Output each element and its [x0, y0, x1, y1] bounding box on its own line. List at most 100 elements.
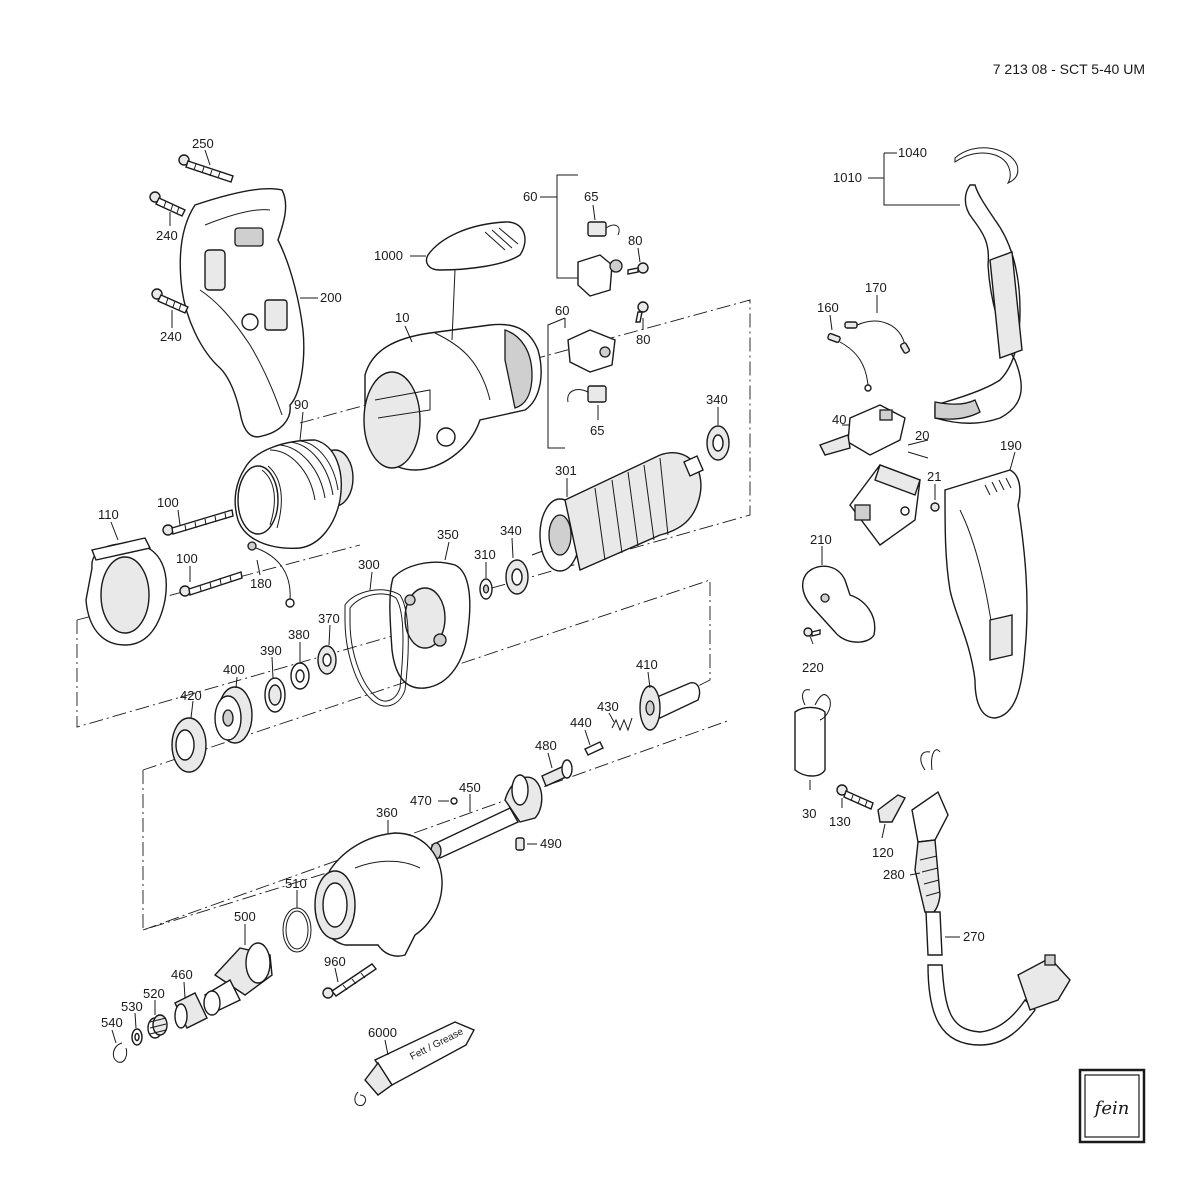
- motor-housing-10: [363, 323, 542, 471]
- part-label-960: 960: [324, 954, 346, 969]
- part-label-210: 210: [810, 532, 832, 547]
- part-label-10: 10: [395, 310, 409, 325]
- part-label-80-lower: 80: [636, 332, 650, 347]
- part-label-440: 440: [570, 715, 592, 730]
- switch-40: [819, 404, 906, 456]
- spring-520: [147, 1014, 168, 1039]
- screw-250: [178, 154, 234, 183]
- part-label-100-lower: 100: [176, 551, 198, 566]
- part-label-350: 350: [437, 527, 459, 542]
- part-label-380: 380: [288, 627, 310, 642]
- part-label-280: 280: [883, 867, 905, 882]
- part-label-300: 300: [358, 557, 380, 572]
- part-label-510: 510: [285, 876, 307, 891]
- part-label-80-upper: 80: [628, 233, 642, 248]
- gasket-300: [344, 589, 409, 707]
- part-label-420: 420: [180, 688, 202, 703]
- part-label-160: 160: [817, 300, 839, 315]
- bearing-420: [171, 717, 207, 773]
- part-label-130: 130: [829, 814, 851, 829]
- part-label-110: 110: [98, 507, 119, 522]
- gear-housing-360: [314, 832, 443, 957]
- part-label-270: 270: [963, 929, 985, 944]
- part-label-520: 520: [143, 986, 165, 1001]
- part-label-480: 480: [535, 738, 557, 753]
- part-label-100-upper: 100: [157, 495, 179, 510]
- coupling-480: [541, 759, 573, 787]
- capacitor-30: [794, 689, 831, 777]
- screw-240-lower: [151, 288, 189, 314]
- part-label-190: 190: [1000, 438, 1022, 453]
- part-label-390: 390: [260, 643, 282, 658]
- part-label-200: 200: [320, 290, 342, 305]
- screw-130: [836, 784, 874, 810]
- screw-220: [803, 627, 821, 637]
- part-label-400: 400: [223, 662, 245, 677]
- part-label-450: 450: [459, 780, 481, 795]
- brush-holder-group-60-upper: [556, 174, 649, 297]
- part-label-120: 120: [872, 845, 894, 860]
- part-label-90: 90: [294, 397, 308, 412]
- logo-text: fein: [1093, 1098, 1130, 1119]
- part-label-65-upper: 65: [584, 189, 598, 204]
- screw-960: [322, 963, 378, 999]
- part-label-410: 410: [636, 657, 658, 672]
- part-label-60-upper: 60: [523, 189, 537, 204]
- screw-80-upper: [627, 262, 649, 275]
- depth-locator-500: [203, 942, 273, 1016]
- part-label-301: 301: [555, 463, 577, 478]
- ground-wire-180: [247, 541, 295, 608]
- part-label-530: 530: [121, 999, 143, 1014]
- part-label-180: 180: [250, 576, 272, 591]
- set-screw-490: [515, 837, 525, 851]
- part-label-340-upper: 340: [706, 392, 728, 407]
- air-guide-ring-110: [85, 537, 167, 646]
- ring-390: [264, 677, 286, 713]
- clutch-410: [639, 682, 701, 731]
- brush-holder-group-60-lower: [547, 301, 649, 449]
- part-label-220: 220: [802, 660, 824, 675]
- part-label-470: 470: [410, 793, 432, 808]
- screw-21: [930, 502, 940, 512]
- washer-530: [131, 1028, 143, 1046]
- part-label-6000: 6000: [368, 1025, 397, 1040]
- electronics-module-20: [849, 439, 929, 546]
- wire-160: [827, 332, 872, 392]
- screw-100-lower: [179, 571, 243, 597]
- part-label-540: 540: [101, 1015, 123, 1030]
- washer-380: [290, 662, 310, 690]
- belt-clip-1010: [883, 147, 1023, 424]
- part-label-240-lower: 240: [160, 329, 182, 344]
- circlip-540: [112, 1042, 128, 1063]
- screw-80-lower: [635, 301, 649, 323]
- part-label-370: 370: [318, 611, 340, 626]
- part-label-340-lower: 340: [500, 523, 522, 538]
- part-label-490: 490: [540, 836, 562, 851]
- part-label-20: 20: [915, 428, 929, 443]
- part-label-1000: 1000: [374, 248, 403, 263]
- handle-half-200: [179, 187, 305, 438]
- gear-400: [214, 686, 253, 744]
- power-cord-270: [925, 911, 1071, 1046]
- drawing-title: 7 213 08 - SCT 5-40 UM: [993, 61, 1145, 77]
- cover-1000: [425, 221, 526, 271]
- washer-310: [479, 578, 493, 600]
- sleeve-460: [174, 992, 208, 1029]
- screw-240-upper: [149, 191, 186, 217]
- part-label-1010: 1010: [833, 170, 862, 185]
- armature-301: [531, 452, 704, 572]
- bearing-340-lower: [505, 559, 529, 595]
- bearing-370: [317, 645, 337, 675]
- wire-170: [844, 320, 911, 354]
- part-label-430: 430: [597, 699, 619, 714]
- reverse-slider-210: [802, 565, 876, 643]
- o-ring-510: [282, 907, 312, 953]
- part-label-360: 360: [376, 805, 398, 820]
- spindle-450: [430, 774, 543, 860]
- part-label-500: 500: [234, 909, 256, 924]
- screw-100-upper: [162, 509, 234, 536]
- part-label-65-lower: 65: [590, 423, 604, 438]
- part-label-240-upper: 240: [156, 228, 178, 243]
- part-label-170: 170: [865, 280, 887, 295]
